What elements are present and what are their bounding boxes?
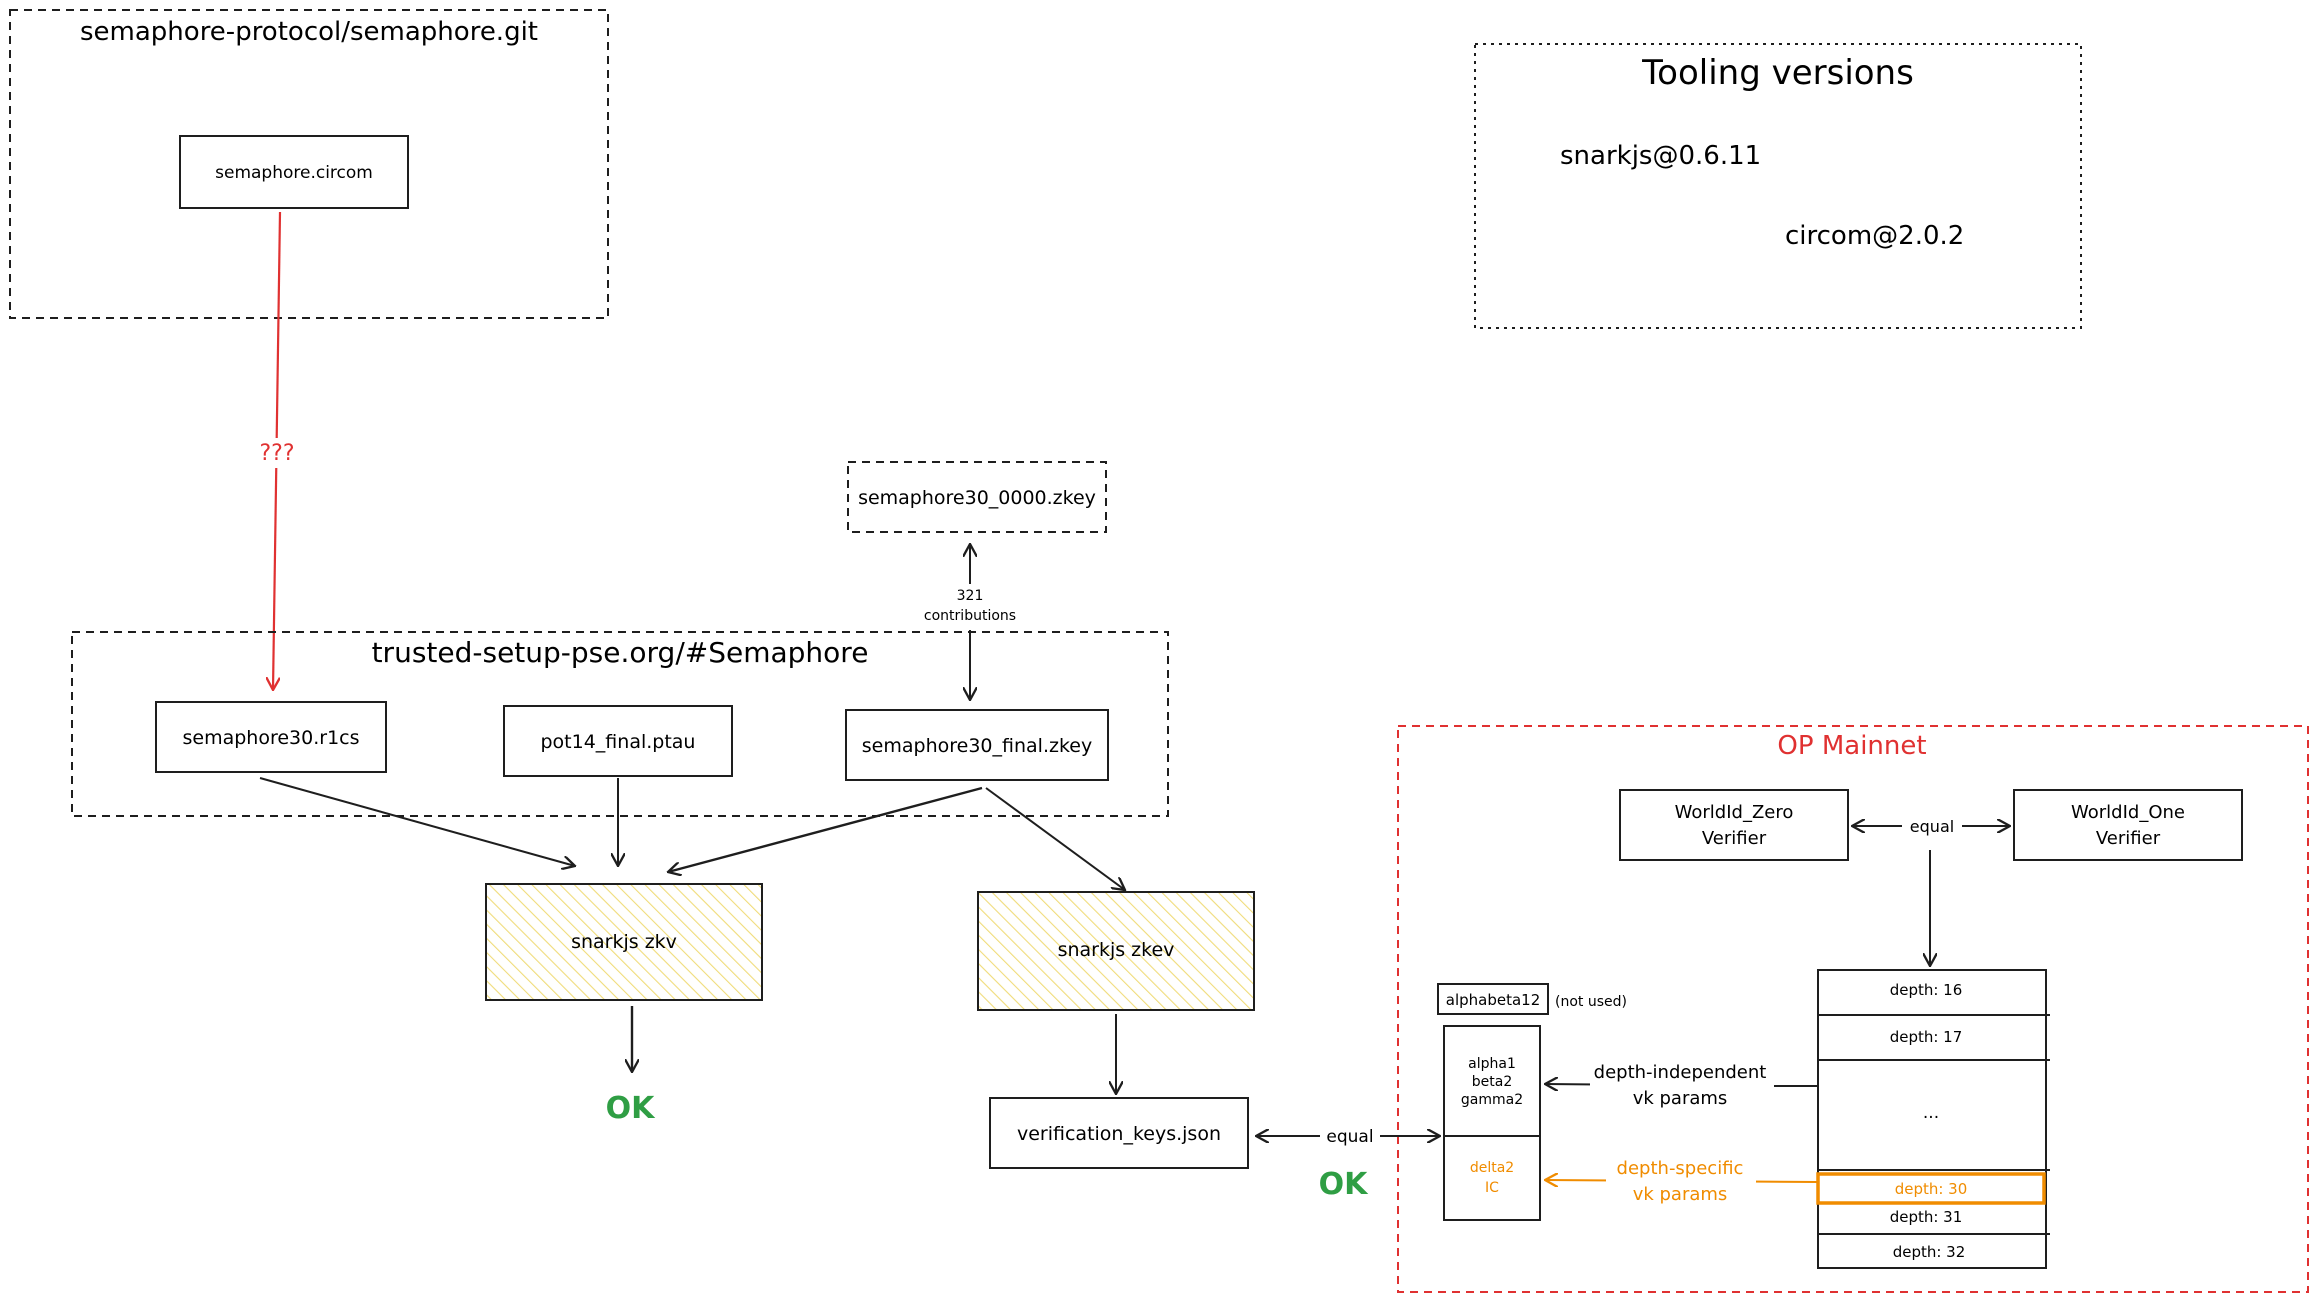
alphabeta-label: alphabeta12 — [1446, 991, 1541, 1009]
depth-independent-arrow: depth-independent vk params — [1545, 1060, 1818, 1112]
verification-keys-label: verification_keys.json — [1017, 1123, 1221, 1145]
r1cs-label: semaphore30.r1cs — [182, 727, 359, 749]
depth-16: depth: 16 — [1890, 981, 1963, 999]
unknown-label: ??? — [259, 441, 294, 466]
repo-title: semaphore-protocol/semaphore.git — [80, 17, 538, 47]
depth-ellipsis: ... — [1923, 1103, 1939, 1123]
one-verifier-line-1: WorldId_One — [2071, 802, 2185, 823]
vk-gamma2: gamma2 — [1461, 1092, 1523, 1108]
circom-file-box — [179, 135, 409, 209]
ptau-box — [503, 705, 733, 777]
vk-params-box: alpha1 beta2 gamma2 delta2 IC — [1443, 1025, 1541, 1221]
vk-beta2: beta2 — [1472, 1074, 1512, 1090]
one-verifier-line-2: Verifier — [2096, 828, 2161, 849]
trusted-setup-title: trusted-setup-pse.org/#Semaphore — [372, 636, 869, 669]
independent-label-1: depth-independent — [1594, 1062, 1767, 1083]
ok-label: OK — [1319, 1167, 1370, 1202]
final-zkey-label: semaphore30_final.zkey — [862, 735, 1092, 757]
contributions-label: contributions — [924, 608, 1016, 624]
snarkjs-version: snarkjs@0.6.11 — [1560, 141, 1761, 171]
zkv-label: snarkjs zkv — [571, 931, 677, 953]
op-mainnet-group: OP Mainnet WorldId_Zero Verifier WorldId… — [1397, 725, 2309, 1293]
independent-label-2: vk params — [1633, 1088, 1728, 1109]
zkey-0000-label: semaphore30_0000.zkey — [858, 487, 1096, 509]
contributions-arrow: 321 contributions — [924, 544, 1016, 700]
zero-verifier-line-2: Verifier — [1702, 828, 1767, 849]
vk-alpha1: alpha1 — [1468, 1056, 1516, 1072]
vk-ic: IC — [1485, 1180, 1499, 1196]
circom-file-label: semaphore.circom — [215, 163, 373, 183]
equal-label: equal — [1326, 1127, 1373, 1147]
zkey-0000-node: semaphore30_0000.zkey — [847, 461, 1107, 533]
r1cs-box — [155, 701, 387, 773]
zero-verifier-box — [1619, 789, 1849, 861]
vk-delta2: delta2 — [1470, 1160, 1514, 1176]
circom-version: circom@2.0.2 — [1785, 221, 1964, 251]
alphabeta-box — [1437, 983, 1549, 1015]
tooling-group: Tooling versions snarkjs@0.6.11 circom@2… — [1474, 43, 2082, 329]
ptau-label: pot14_final.ptau — [541, 731, 696, 753]
tooling-title: Tooling versions — [1641, 53, 1914, 93]
final-zkey-box — [845, 709, 1109, 781]
depth-specific-arrow: depth-specific vk params — [1545, 1154, 1819, 1206]
unknown-derivation-arrow: ??? — [252, 211, 302, 690]
setup-arrows — [259, 777, 1125, 890]
depth-30: depth: 30 — [1895, 1180, 1968, 1198]
zkev-label: snarkjs zkev — [1058, 939, 1175, 961]
zero-verifier-line-1: WorldId_Zero — [1675, 802, 1794, 823]
contributions-count: 321 — [957, 588, 984, 604]
not-used-note: (not used) — [1555, 994, 1627, 1010]
zkev-node: snarkjs zkev — [977, 891, 1255, 1094]
depth-17: depth: 17 — [1890, 1028, 1963, 1046]
verification-keys-node: verification_keys.json — [989, 1097, 1249, 1169]
equal-connector: equal OK — [1256, 1122, 1440, 1202]
zkv-result: OK — [606, 1091, 657, 1126]
zkv-node: snarkjs zkv OK — [485, 883, 763, 1126]
specific-label-2: vk params — [1633, 1184, 1728, 1205]
depth-30-highlight — [1816, 1172, 2046, 1205]
specific-label-1: depth-specific — [1617, 1158, 1744, 1179]
depth-table: depth: 16 depth: 17 ... depth: 30 depth:… — [1816, 969, 2050, 1269]
repo-group: semaphore-protocol/semaphore.git semapho… — [9, 9, 609, 319]
one-verifier-box — [2013, 789, 2243, 861]
trusted-setup-group: trusted-setup-pse.org/#Semaphore semapho… — [71, 631, 1169, 817]
verifiers-equal-label: equal — [1910, 817, 1954, 836]
depth-31: depth: 31 — [1890, 1208, 1963, 1226]
depth-32: depth: 32 — [1893, 1243, 1966, 1261]
op-mainnet-title: OP Mainnet — [1777, 731, 1926, 761]
